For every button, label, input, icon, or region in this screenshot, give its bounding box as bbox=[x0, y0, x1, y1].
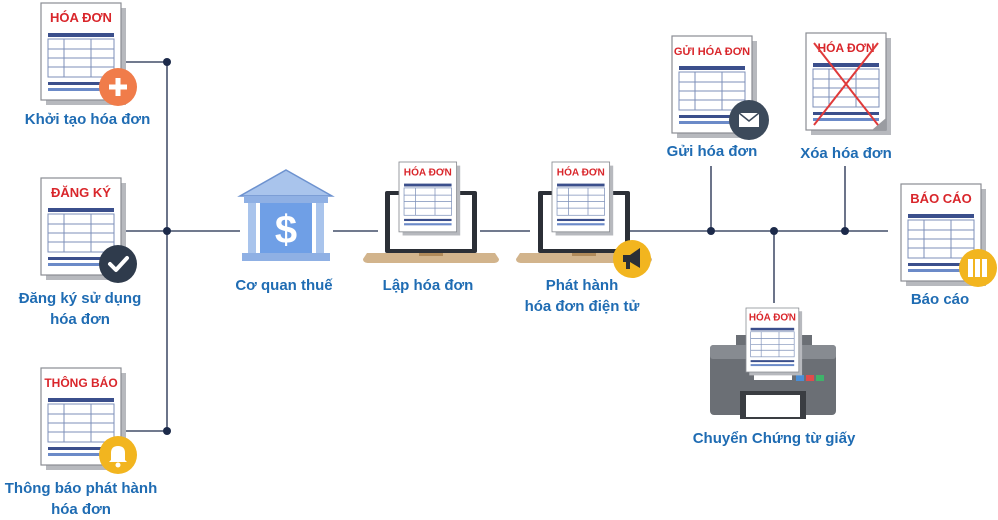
junction-dot bbox=[707, 227, 715, 235]
doc-title: HÓA ĐƠN bbox=[817, 40, 874, 55]
junction-dot bbox=[163, 227, 171, 235]
books-icon bbox=[959, 249, 997, 287]
label-issue-invoice: Phát hành hóa đơn điện tử bbox=[524, 277, 640, 315]
doc-title: HÓA ĐƠN bbox=[404, 166, 452, 179]
doc-send-invoice: GỬI HÓA ĐƠN bbox=[671, 35, 758, 139]
doc-register: ĐĂNG KÝ bbox=[40, 177, 127, 281]
label-send-invoice: Gửi hóa đơn bbox=[666, 143, 758, 160]
doc-title: GỬI HÓA ĐƠN bbox=[674, 45, 750, 58]
doc-create-invoice: HÓA ĐƠN bbox=[40, 2, 127, 106]
doc-notice: THÔNG BÁO bbox=[40, 367, 127, 471]
label-make-invoice: Lập hóa đơn bbox=[382, 277, 474, 294]
label-report: Báo cáo bbox=[910, 291, 970, 308]
label-register: Đăng ký sử dụng hóa đơn bbox=[18, 290, 142, 328]
junction-dot bbox=[163, 427, 171, 435]
junction-dot bbox=[841, 227, 849, 235]
doc-printer: HÓA ĐƠN bbox=[745, 307, 803, 376]
plus-icon bbox=[99, 68, 137, 106]
bank-dollar-icon: $ bbox=[237, 169, 335, 261]
junction-dot bbox=[163, 58, 171, 66]
doc-title: ĐĂNG KÝ bbox=[51, 185, 111, 200]
doc-title: HÓA ĐƠN bbox=[557, 166, 605, 179]
envelope-icon bbox=[729, 100, 769, 140]
label-create-invoice: Khởi tạo hóa đơn bbox=[24, 111, 151, 128]
connector-dots bbox=[163, 58, 849, 435]
doc-title: HÓA ĐƠN bbox=[50, 10, 112, 25]
junction-dot bbox=[770, 227, 778, 235]
check-icon bbox=[99, 245, 137, 283]
doc-delete-invoice: HÓA ĐƠN bbox=[805, 32, 892, 136]
printer-icon bbox=[710, 335, 836, 419]
label-notice: Thông báo phát hành hóa đơn bbox=[4, 480, 158, 518]
doc-title: BÁO CÁO bbox=[910, 191, 971, 206]
megaphone-icon bbox=[613, 240, 651, 278]
label-convert-paper: Chuyển Chứng từ giấy bbox=[692, 430, 856, 447]
label-tax-office: Cơ quan thuế bbox=[235, 277, 333, 294]
label-delete-invoice: Xóa hóa đơn bbox=[800, 145, 892, 162]
doc-laptop-issue: HÓA ĐƠN bbox=[551, 161, 614, 236]
bell-icon bbox=[99, 436, 137, 474]
doc-report: BÁO CÁO bbox=[900, 183, 987, 287]
doc-laptop-make: HÓA ĐƠN bbox=[398, 161, 461, 236]
doc-title: HÓA ĐƠN bbox=[749, 312, 796, 324]
doc-title: THÔNG BÁO bbox=[44, 375, 117, 390]
svg-text:$: $ bbox=[275, 208, 297, 252]
